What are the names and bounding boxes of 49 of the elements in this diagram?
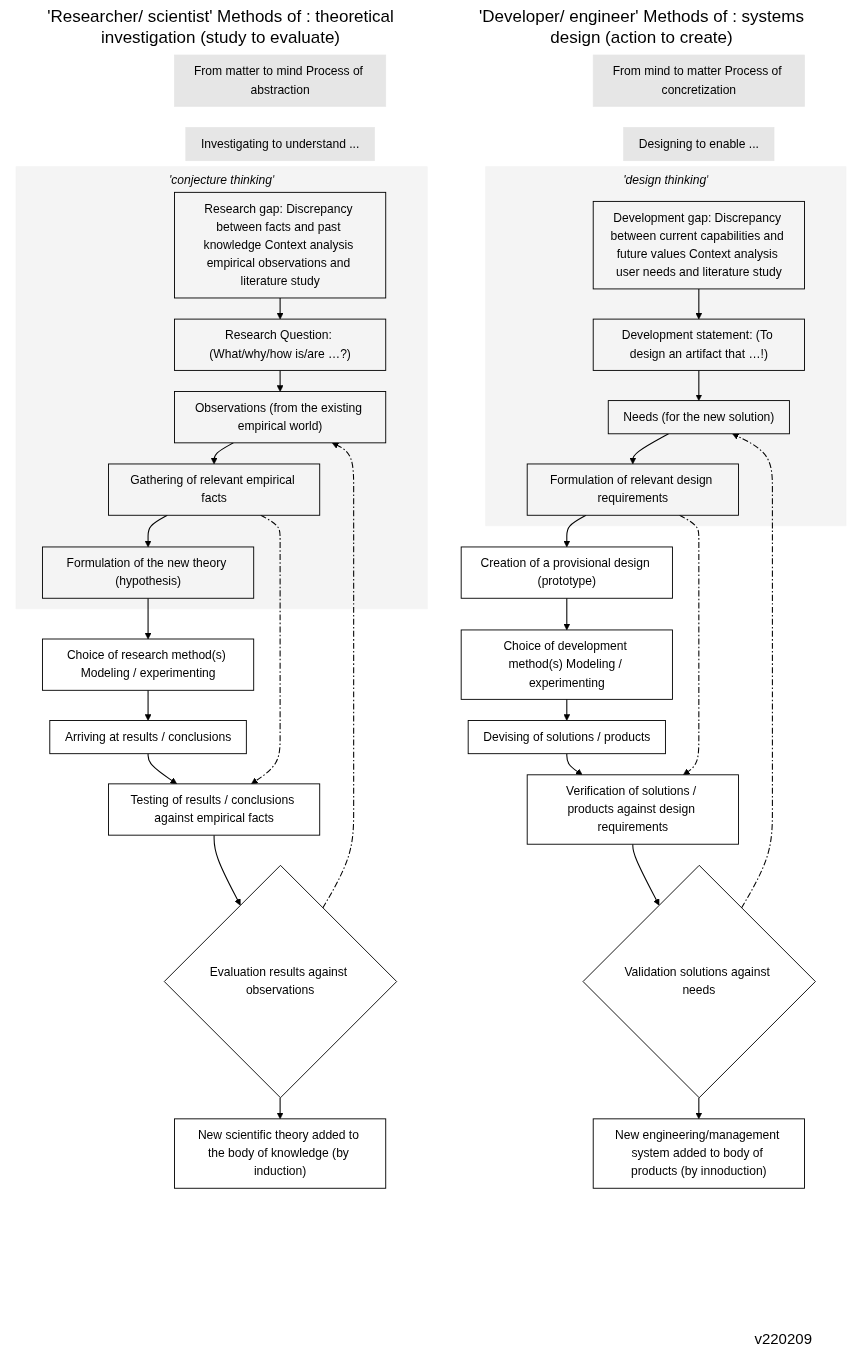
node-box: Formulation of the new theory (hypothesis) <box>42 546 255 599</box>
node-box: Arriving at results / conclusions <box>49 719 247 754</box>
arrow <box>563 698 571 721</box>
arrow <box>322 442 355 909</box>
arrow <box>563 597 571 630</box>
arrow <box>629 432 670 464</box>
node-box: Creation of a provisional design (prototype) <box>460 546 673 599</box>
arrow <box>251 514 281 784</box>
node-box: Testing of results / conclusions against empirical facts <box>108 782 321 836</box>
node-diamond: Evaluation results against observations <box>163 864 398 1098</box>
arrow <box>276 296 284 319</box>
arrow <box>276 1096 284 1119</box>
node-box: Choice of research method(s) Modeling / experimenting <box>42 638 255 691</box>
node-diamond: Validation solutions against needs <box>582 864 816 1098</box>
arrow <box>695 369 703 401</box>
node-box: From mind to matter Process of concretization <box>592 54 805 107</box>
arrow <box>679 514 700 775</box>
node-box: Gathering of relevant empirical facts <box>108 463 321 516</box>
node-box: Research Question: (What/why/how is/are …?) <box>174 318 387 371</box>
node-box: Verification of solutions / products against design requirements <box>526 773 739 845</box>
node-box: New engineering/management system added to body of products (by innoduction) <box>592 1117 805 1189</box>
node-box: Needs (for the new solution) <box>607 399 790 434</box>
node-box: Research gap: Discrepancy between facts and past knowledge Context analysis empirical observations and literature study <box>174 191 387 298</box>
node-box: Development gap: Discrepancy between current capabilities and future values Context analysis user needs and literature study <box>592 200 805 289</box>
arrow <box>144 689 152 721</box>
node-box: Observations (from the existing empirical world) <box>174 390 387 443</box>
column-heading: 'Developer/ engineer' Methods of : systems design (action to create) <box>478 6 805 49</box>
arrow <box>144 597 152 639</box>
node-box: From matter to mind Process of abstraction <box>174 54 387 107</box>
arrow <box>732 432 773 909</box>
node-box: Investigating to understand ... <box>185 126 375 161</box>
node-box: Development statement: (To design an artifact that …!) <box>592 318 805 371</box>
node-box: Formulation of relevant design requirements <box>526 463 739 516</box>
arrow <box>147 752 177 784</box>
arrow <box>276 369 284 392</box>
arrow <box>563 514 587 547</box>
node-box: New scientific theory added to the body of knowledge (by induction) <box>174 1117 387 1189</box>
node-box: Devising of solutions / products <box>467 719 666 754</box>
arrow <box>695 1096 703 1119</box>
node-box: Choice of development method(s) Modeling / experimenting <box>460 629 673 700</box>
column-heading: 'Researcher/ scientist' Methods of : theoretical investigation (study to evaluate) <box>46 6 395 49</box>
arrow <box>695 287 703 319</box>
version-note: v220209 <box>754 1330 812 1347</box>
node-box: Designing to enable ... <box>623 126 775 161</box>
arrow <box>632 843 660 905</box>
arrow <box>213 834 241 905</box>
arrow <box>210 441 234 464</box>
arrow <box>144 514 168 547</box>
arrow <box>566 752 583 775</box>
